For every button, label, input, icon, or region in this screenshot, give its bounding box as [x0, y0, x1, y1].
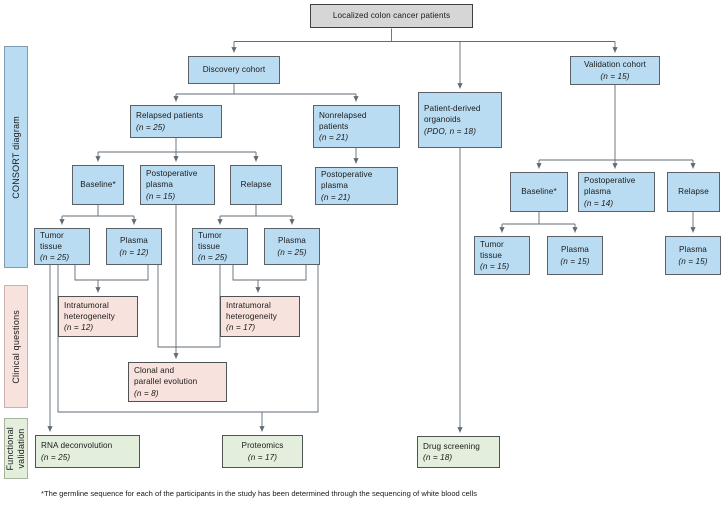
- node-validation-postoperative-plasma[interactable]: Postoperative plasma (n = 14): [578, 172, 655, 212]
- node-rna-line2: (n = 25): [41, 452, 71, 462]
- node-rna-deconvolution[interactable]: RNA deconvolution (n = 25): [35, 435, 140, 468]
- node-validation-relapse[interactable]: Relapse: [667, 172, 720, 212]
- node-intratumoral-heterogeneity-17[interactable]: Intratumoral heterogeneity (n = 17): [220, 296, 300, 337]
- node-patient-derived-organoids[interactable]: Patient-derived organoids (PDO, n = 18): [418, 92, 502, 148]
- node-nonrelapsed-postop-line3: (n = 21): [321, 192, 351, 202]
- node-relapsed-patients-line2: (n = 25): [136, 122, 166, 132]
- node-discovery-postoperative-plasma[interactable]: Postoperative plasma (n = 15): [140, 165, 215, 205]
- node-v-rel-plasma-line2: (n = 15): [678, 256, 708, 266]
- node-validation-cohort-line2: (n = 15): [600, 71, 630, 81]
- band-functional-validation-label: Functional validation: [5, 426, 26, 471]
- node-validation-cohort[interactable]: Validation cohort (n = 15): [570, 56, 660, 85]
- node-v-base-plasma-line2: (n = 15): [560, 256, 590, 266]
- node-d-rel-plasma-line2: (n = 25): [277, 247, 307, 257]
- footnote-germline-sequence: *The germline sequence for each of the p…: [41, 489, 478, 498]
- node-discovery-postop-line1: Postoperative: [146, 169, 198, 179]
- node-nonrelapsed-patients-line2: patients: [319, 121, 349, 131]
- node-drug-screening[interactable]: Drug screening (n = 18): [417, 436, 500, 468]
- node-validation-cohort-line1: Validation cohort: [583, 60, 647, 70]
- node-pdo-line3: (PDO, n = 18): [424, 126, 477, 136]
- node-validation-baseline-line1: Baseline*: [521, 187, 557, 197]
- node-validation-baseline-plasma[interactable]: Plasma (n = 15): [547, 236, 603, 275]
- node-rna-line1: RNA deconvolution: [41, 441, 113, 451]
- node-discovery-baseline[interactable]: Baseline*: [72, 165, 124, 205]
- node-d-base-plasma-line1: Plasma: [120, 236, 148, 246]
- node-intratumoral-heterogeneity-12[interactable]: Intratumoral heterogeneity (n = 12): [58, 296, 138, 337]
- node-proteomics-line2: (n = 17): [247, 452, 278, 462]
- node-relapsed-patients-line1: Relapsed patients: [136, 111, 204, 121]
- node-d-base-plasma-line2: (n = 12): [119, 247, 149, 257]
- node-ith17-line3: (n = 17): [226, 323, 256, 333]
- node-ith17-line1: Intratumoral: [226, 300, 271, 310]
- node-drug-screening-line1: Drug screening: [423, 441, 480, 451]
- node-v-postop-line1: Postoperative: [584, 176, 636, 186]
- node-discovery-relapse-line1: Relapse: [240, 180, 272, 190]
- node-clonal-line3: (n = 8): [134, 388, 159, 398]
- band-functional-validation: Functional validation: [4, 418, 28, 479]
- node-validation-relapse-plasma[interactable]: Plasma (n = 15): [665, 236, 721, 275]
- node-v-rel-plasma-line1: Plasma: [679, 245, 707, 255]
- node-validation-relapse-line1: Relapse: [678, 187, 709, 197]
- node-d-base-tumor-line2: tissue: [40, 241, 62, 251]
- node-d-rel-tumor-line1: Tumor: [198, 230, 222, 240]
- node-relapsed-patients[interactable]: Relapsed patients (n = 25): [130, 105, 222, 138]
- node-ith12-line1: Intratumoral: [64, 300, 109, 310]
- node-nonrelapsed-postoperative-plasma[interactable]: Postoperative plasma (n = 21): [315, 167, 398, 205]
- node-nonrelapsed-postop-line2: plasma: [321, 181, 348, 191]
- node-d-rel-tumor-line2: tissue: [198, 241, 220, 251]
- node-v-base-tumor-line3: (n = 15): [480, 262, 510, 272]
- node-pdo-line2: organoids: [424, 115, 461, 125]
- node-root-line1: Localized colon cancer patients: [332, 11, 451, 21]
- node-v-base-tumor-line2: tissue: [480, 250, 502, 260]
- node-ith12-line3: (n = 12): [64, 323, 94, 333]
- node-nonrelapsed-postop-line1: Postoperative: [321, 170, 373, 180]
- node-v-postop-line2: plasma: [584, 187, 611, 197]
- node-validation-baseline-tumor-tissue[interactable]: Tumor tissue (n = 15): [474, 236, 530, 275]
- node-discovery-baseline-line1: Baseline*: [80, 180, 116, 190]
- node-d-rel-tumor-line3: (n = 25): [198, 253, 228, 263]
- node-discovery-cohort[interactable]: Discovery cohort: [188, 56, 280, 84]
- node-d-base-tumor-line1: Tumor: [40, 230, 64, 240]
- node-nonrelapsed-patients-line3: (n = 21): [319, 133, 349, 143]
- node-v-base-plasma-line1: Plasma: [561, 245, 589, 255]
- node-discovery-relapse[interactable]: Relapse: [230, 165, 282, 205]
- node-ith12-line2: heterogeneity: [64, 311, 115, 321]
- node-clonal-line1: Clonal and: [134, 366, 175, 376]
- node-proteomics-line1: Proteomics: [241, 441, 284, 451]
- node-d-rel-plasma-line1: Plasma: [278, 236, 306, 246]
- band-clinical-questions-label: Clinical questions: [10, 309, 21, 384]
- node-drug-screening-line2: (n = 18): [423, 453, 453, 462]
- band-consort-diagram: CONSORT diagram: [4, 46, 28, 268]
- node-discovery-postop-line2: plasma: [146, 180, 173, 190]
- node-nonrelapsed-patients-line1: Nonrelapsed: [319, 110, 367, 120]
- node-v-postop-line3: (n = 14): [584, 198, 614, 208]
- band-consort-diagram-label: CONSORT diagram: [10, 115, 21, 199]
- node-clonal-line2: parallel evolution: [134, 377, 198, 387]
- node-nonrelapsed-patients[interactable]: Nonrelapsed patients (n = 21): [313, 105, 400, 148]
- band-clinical-questions: Clinical questions: [4, 285, 28, 408]
- node-pdo-line1: Patient-derived: [424, 104, 481, 114]
- node-discovery-relapse-plasma[interactable]: Plasma (n = 25): [264, 228, 320, 265]
- node-discovery-relapse-tumor-tissue[interactable]: Tumor tissue (n = 25): [192, 228, 248, 265]
- node-discovery-cohort-line1: Discovery cohort: [202, 65, 266, 75]
- node-v-base-tumor-line1: Tumor: [480, 239, 504, 249]
- node-proteomics[interactable]: Proteomics (n = 17): [222, 435, 303, 468]
- node-ith17-line2: heterogeneity: [226, 311, 277, 321]
- node-discovery-postop-line3: (n = 15): [146, 191, 176, 201]
- node-clonal-and-parallel-evolution[interactable]: Clonal and parallel evolution (n = 8): [128, 362, 227, 402]
- node-d-base-tumor-line3: (n = 25): [40, 253, 70, 263]
- node-discovery-baseline-tumor-tissue[interactable]: Tumor tissue (n = 25): [34, 228, 90, 265]
- node-validation-baseline[interactable]: Baseline*: [510, 172, 568, 212]
- node-localized-colon-cancer-patients[interactable]: Localized colon cancer patients: [310, 4, 473, 28]
- node-discovery-baseline-plasma[interactable]: Plasma (n = 12): [106, 228, 162, 265]
